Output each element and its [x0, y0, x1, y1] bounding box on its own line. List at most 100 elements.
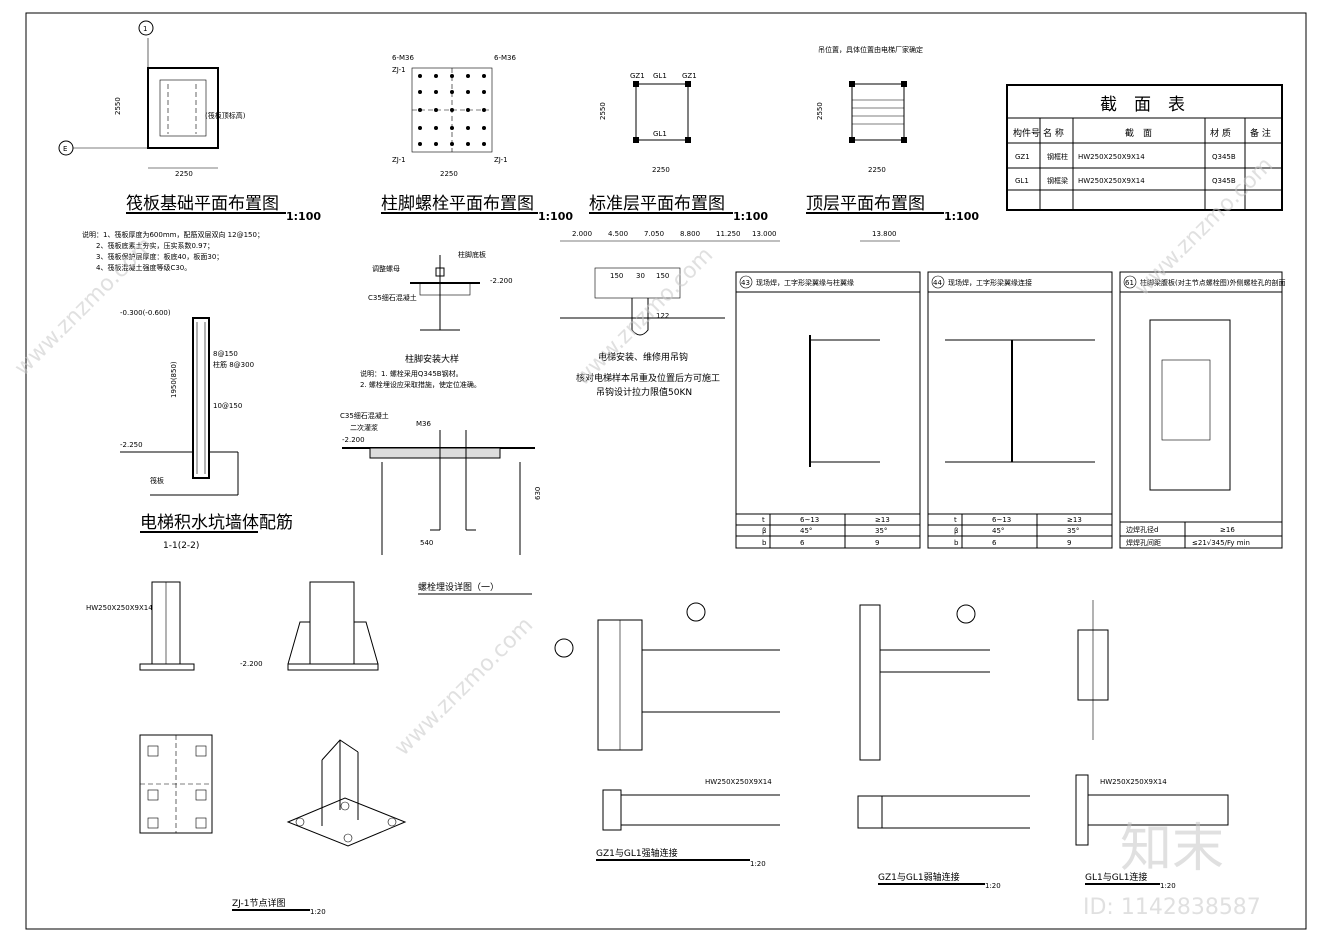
bolt-dot [418, 108, 422, 112]
level-5: 11.250 [716, 230, 741, 238]
watermark-url-1: www.znzmo.com [10, 233, 158, 381]
box44-r3c3: 9 [1067, 539, 1071, 547]
hook-note-1: 核对电梯样本吊重及位置后方可施工 [576, 372, 720, 384]
top-width-dim: 2250 [868, 166, 886, 174]
box61-title: 柱脚梁腹板(对主节点螺栓图)外侧螺栓孔的剖面 [1140, 278, 1285, 287]
bolt-dot [482, 108, 486, 112]
level-6: 13.000 [752, 230, 777, 238]
rebar-3: 10@150 [213, 402, 242, 410]
box43-r1c3: ≥13 [875, 516, 890, 524]
top-floor-plan: 吊位置，具体位置由电梯厂家确定 2250 2550 顶层平面布置图 1:100 [806, 45, 979, 223]
raft-note-1: 说明：1、筏板厚度为600mm，配筋双层双向 12@150； [82, 230, 264, 239]
row2-material: Q345B [1212, 177, 1236, 185]
bolt-dot [466, 90, 470, 94]
adj-nut-label: 调整螺母 [372, 264, 400, 273]
raft-note-3: 3、筏板保护层厚度：板底40，板面30； [96, 252, 223, 261]
pit-wall-section: -0.300(-0.600) -2.250 1950(850) 8@150 柱筋… [120, 309, 293, 551]
box61-r1c2: ≥16 [1220, 526, 1235, 534]
bolt-dot [466, 108, 470, 112]
raft-plan-scale: 1:100 [286, 210, 321, 223]
bolt-plan-scale: 1:100 [538, 210, 573, 223]
th-name: 名 称 [1043, 127, 1064, 139]
bolt-dot [482, 142, 486, 146]
box43-title: 现场焊，工字形梁翼缘与柱翼缘 [756, 278, 854, 287]
top-floor-scale: 1:100 [944, 210, 979, 223]
box43-r3c3: 9 [875, 539, 879, 547]
box43-r3c2: 6 [800, 539, 805, 547]
pit-top-level: -0.300(-0.600) [120, 309, 171, 317]
box43-r1c2: 6~13 [800, 516, 819, 524]
zj1-scale: 1:20 [310, 908, 326, 916]
hw-label-2: HW250X250X9X14 [705, 778, 772, 786]
zj1-label-tl: ZJ-1 [392, 66, 406, 74]
base-install-title: 柱脚安装大样 [405, 353, 459, 365]
m36-label: M36 [416, 420, 431, 428]
embed-width: 540 [420, 539, 433, 547]
watermark-brand: 知末 [1120, 819, 1224, 879]
raft-plate-ref: (筏板顶标高) [205, 111, 246, 120]
box61-r2c1: 焊焊孔间距 [1126, 538, 1161, 547]
bolt-dot [466, 74, 470, 78]
top-floor-title: 顶层平面布置图 [806, 194, 925, 214]
std-gz1-tl: GZ1 [630, 72, 645, 80]
box43-r2c2: 45° [800, 527, 812, 535]
bolt-dot [434, 108, 438, 112]
raft-word: 筏板 [150, 476, 164, 485]
axis-1-label: 1 [143, 25, 147, 33]
std-gl1-bottom: GL1 [653, 130, 667, 138]
raft-notes: 说明：1、筏板厚度为600mm，配筋双层双向 12@150； 2、筏板底素土夯实… [82, 230, 264, 272]
gl-gl-connection: GL1与GL1连接 1:20 HW250X250X9X14 [1075, 600, 1229, 890]
row1-name: 钢框柱 [1047, 152, 1068, 161]
base-note-1: 说明：1. 螺栓采用Q345B钢材。 [360, 369, 463, 378]
box44-r2c3: 35° [1067, 527, 1079, 535]
std-levels: 2.000 4.500 7.050 8.800 11.250 13.000 13… [560, 230, 900, 242]
bolt-dot [450, 126, 454, 130]
level-4: 8.800 [680, 230, 700, 238]
th-remark: 备 注 [1250, 127, 1271, 139]
row1-id: GZ1 [1015, 153, 1030, 161]
std-height-dim: 2550 [599, 102, 607, 120]
raft-note-4: 4、筏板混凝土强度等级C30。 [96, 263, 191, 272]
rebar-2: 柱筋 8@300 [213, 360, 254, 369]
grout-label: 二次灌浆 [350, 423, 378, 432]
bolt-dot [482, 90, 486, 94]
embed-level: -2.200 [342, 436, 365, 444]
box43-r1c1: t [762, 516, 765, 524]
level-3: 7.050 [644, 230, 664, 238]
box44-r1c1: t [954, 516, 957, 524]
bolt-dot [450, 90, 454, 94]
std-floor-plan: GZ1 GZ1 GL1 GL1 2550 2250 标准层平面布置图 1:100 [589, 72, 768, 223]
base-plate-label: 柱脚底板 [458, 250, 486, 259]
section-table: 截 面 表 构件号 名 称 截 面 材 质 备 注 GZ1 钢框柱 HW250X… [1006, 84, 1283, 211]
pit-wall-title: 电梯积水坑墙体配筋 [140, 513, 293, 533]
zj1-label-bl: ZJ-1 [392, 156, 406, 164]
bolt-dot [466, 142, 470, 146]
bolt-dot [434, 126, 438, 130]
watermark-id: ID: 1142838587 [1083, 895, 1261, 920]
bolt-plan-title: 柱脚螺栓平面布置图 [381, 194, 534, 214]
box43-num: 43 [741, 279, 750, 287]
level-2: 4.500 [608, 230, 628, 238]
bolt-label-tr: 6-M36 [494, 54, 516, 62]
bolt-plan: 6-M36 ZJ-1 6-M36 ZJ-1 ZJ-1 2250 柱脚螺栓平面布置… [381, 54, 573, 223]
hw-label-3: HW250X250X9X14 [1100, 778, 1167, 786]
box44-r2c1: β [954, 527, 958, 535]
std-floor-scale: 1:100 [733, 210, 768, 223]
bolt-dot [434, 74, 438, 78]
base-install-detail: 调整螺母 柱脚底板 C35细石混凝土 -2.200 柱脚安装大样 说明：1. 螺… [360, 250, 513, 389]
std-width-dim: 2250 [652, 166, 670, 174]
c35-label-1: C35细石混凝土 [368, 293, 417, 302]
rebar-1: 8@150 [213, 350, 238, 358]
raft-plan-title: 筏板基础平面布置图 [126, 194, 279, 214]
box44-r3c2: 6 [992, 539, 997, 547]
bolt-embed-title: 螺栓埋设详图（一） [418, 581, 499, 593]
axis-e-label: E [63, 145, 67, 153]
bolt-dot [466, 126, 470, 130]
box61-num: 61 [1125, 279, 1134, 287]
bolt-dot [418, 90, 422, 94]
embed-height: 630 [534, 487, 542, 500]
base-level: -2.200 [490, 277, 513, 285]
bolt-dot [450, 74, 454, 78]
bolt-dot [482, 74, 486, 78]
watermark-url-2: www.znzmo.com [390, 613, 538, 761]
